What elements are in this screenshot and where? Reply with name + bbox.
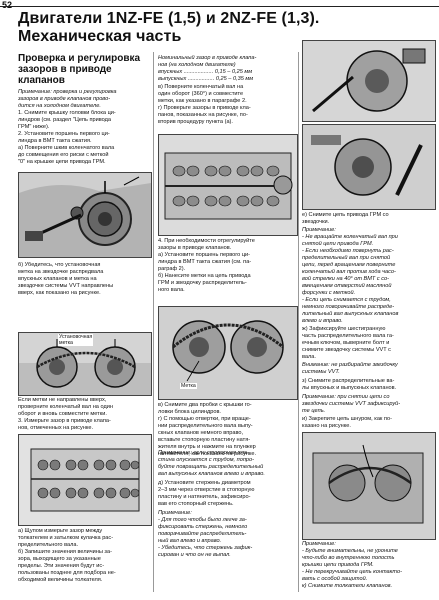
nominal-clearance: Номинальный зазор в приводе клапа- нов (… xyxy=(158,55,257,82)
col3-step-z: з) Снимите распределительные ва- лы впус… xyxy=(302,378,397,391)
col1-step-3a: а) Щупом измерьте зазор между толкателем… xyxy=(18,528,116,583)
col2-step-4c: в) Снимите два пробки с крышки го- ловки… xyxy=(158,402,257,457)
title-line-2: Механическая часть xyxy=(18,28,182,45)
col2-step-4: 4. При необходимости отрегулируйте зазор… xyxy=(158,238,255,293)
figure-chain-tied xyxy=(302,432,436,540)
figure-chain-mark xyxy=(158,306,298,400)
col1-note: Примечание: проверка и регулировка зазор… xyxy=(18,89,117,109)
col2-note-2: Примечание: - Для того чтобы было легче … xyxy=(158,510,253,558)
figure-camshafts xyxy=(158,134,298,236)
column-divider xyxy=(153,52,154,592)
figure-valve-positions xyxy=(18,434,152,526)
col3-warning: Внимание: не разбирайте звездочку систем… xyxy=(302,362,398,375)
col3-step-i: и) Закрепите цепь шнуром, как по- казано… xyxy=(302,416,392,429)
col2-note-1: Примечание: если стопорная пла- стина оп… xyxy=(158,450,265,477)
col1-step-b: б) Убедитесь, что установочная метка на … xyxy=(18,262,114,296)
col3-note-1: Примечание: - Не вращайте коленчатый вал… xyxy=(302,227,399,324)
page-number: 52 xyxy=(2,0,13,10)
header-rule xyxy=(0,6,439,7)
col3-step-e: е) Снимите цепь привода ГРМ со звездочки… xyxy=(302,212,389,225)
page-title: Двигатели 1NZ-FE (1,5) и 2NZ-FE (1,3). М… xyxy=(18,10,428,46)
figure-crank-pulley xyxy=(18,172,152,258)
figure-tensioner xyxy=(302,40,436,122)
title-line-1: Двигатели 1NZ-FE (1,5) и 2NZ-FE (1,3). xyxy=(18,10,320,27)
col3-note-3: Примечание: при снятии цепи со звездочки… xyxy=(302,394,401,414)
col2-step-4d: д) Установите стержень диаметром 2–3 мм … xyxy=(158,480,255,507)
section-heading: Проверка и регулировка зазоров в приводе… xyxy=(18,53,141,86)
figure-label-timing-mark: Установочная метка xyxy=(58,334,94,346)
col3-note-4: Примечание: - Будьте внимательны, не уро… xyxy=(302,541,402,589)
col1-step-3: Если метки не направлены вверх, проверни… xyxy=(18,397,113,431)
col2-step-c: в) Поверните коленчатый вал на один обор… xyxy=(158,84,251,125)
figure-label-mark: Метка xyxy=(180,383,197,389)
col3-step-zh: ж) Зафиксируйте шестигранную часть распр… xyxy=(302,326,394,360)
column-divider xyxy=(298,52,299,592)
col1-steps: 1. Снимите крышку головки блока ци- линд… xyxy=(18,110,116,165)
figure-sprocket-removal xyxy=(302,124,436,210)
